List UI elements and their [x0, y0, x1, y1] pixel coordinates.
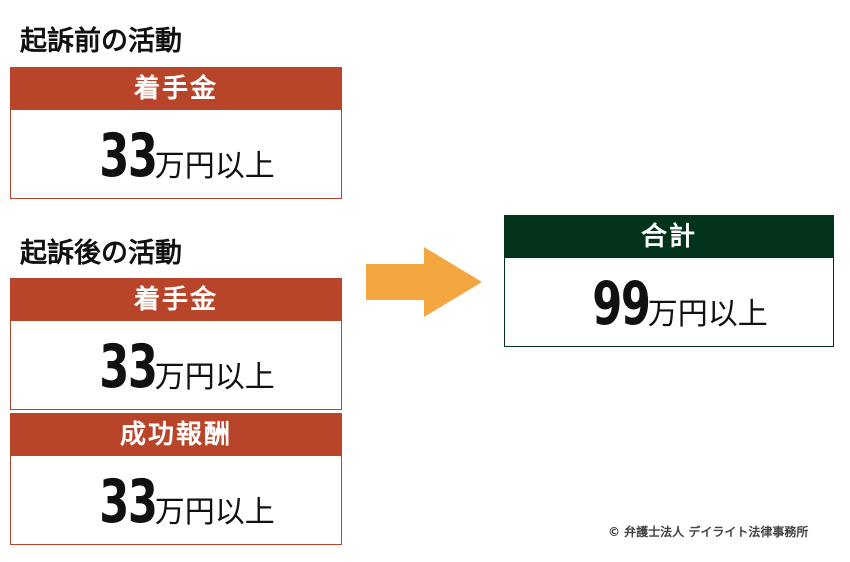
total-amount: 99	[592, 269, 652, 339]
fee-amount: 33	[99, 121, 159, 191]
fee-unit: 万円以上	[154, 360, 275, 395]
fee-card-post-retainer: 着手金 33 万円以上	[10, 278, 342, 410]
total-card: 合計 99 万円以上	[504, 215, 834, 347]
fee-card-label: 着手金	[11, 68, 341, 110]
fee-amount: 33	[99, 467, 159, 537]
section-title-pre-litigation: 起訴前の活動	[20, 26, 182, 57]
arrow-right-icon	[366, 247, 482, 317]
total-value: 99 万円以上	[505, 258, 833, 346]
copyright-notice: © 弁護士法人 デイライト法律事務所	[608, 525, 809, 539]
total-label: 合計	[505, 216, 833, 258]
fee-card-success-fee: 成功報酬 33 万円以上	[10, 413, 342, 545]
fee-unit: 万円以上	[154, 495, 275, 530]
fee-amount: 33	[99, 332, 159, 402]
fee-card-value: 33 万円以上	[11, 456, 341, 544]
section-title-post-litigation: 起訴後の活動	[20, 238, 182, 269]
fee-card-value: 33 万円以上	[11, 110, 341, 198]
fee-card-pre-retainer: 着手金 33 万円以上	[10, 67, 342, 199]
fee-card-value: 33 万円以上	[11, 321, 341, 409]
total-unit: 万円以上	[647, 297, 768, 332]
fee-card-label: 成功報酬	[11, 414, 341, 456]
fee-card-label: 着手金	[11, 279, 341, 321]
fee-unit: 万円以上	[154, 149, 275, 184]
